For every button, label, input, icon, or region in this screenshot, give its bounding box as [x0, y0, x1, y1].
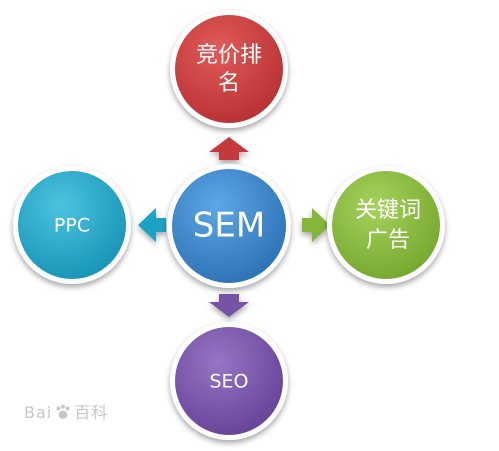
left-node	[13, 166, 131, 284]
top-node-label-line-1: 竞价排	[196, 43, 262, 68]
arrow-right-icon	[302, 208, 330, 242]
arrow-down-icon	[209, 294, 249, 317]
top-node-label-line-2: 名	[218, 71, 240, 96]
baidu-watermark: Bai 百科	[24, 399, 108, 423]
center-node	[167, 164, 291, 288]
arrow-left-icon	[138, 208, 166, 242]
paw-icon	[56, 404, 70, 419]
right-node-label-line-1: 关键词	[355, 198, 421, 223]
bottom-node-label: SEO	[209, 371, 248, 393]
left-node-label: PPC	[54, 215, 90, 237]
arrow-up-icon	[209, 137, 249, 160]
watermark-right-text: 百科	[74, 403, 109, 422]
bottom-node	[170, 322, 288, 440]
right-node	[327, 166, 445, 284]
right-node-label-line-2: 广告	[366, 228, 410, 253]
center-node-label: SEM	[193, 206, 265, 246]
watermark-left-text: Bai	[24, 403, 53, 422]
top-node	[170, 10, 288, 128]
